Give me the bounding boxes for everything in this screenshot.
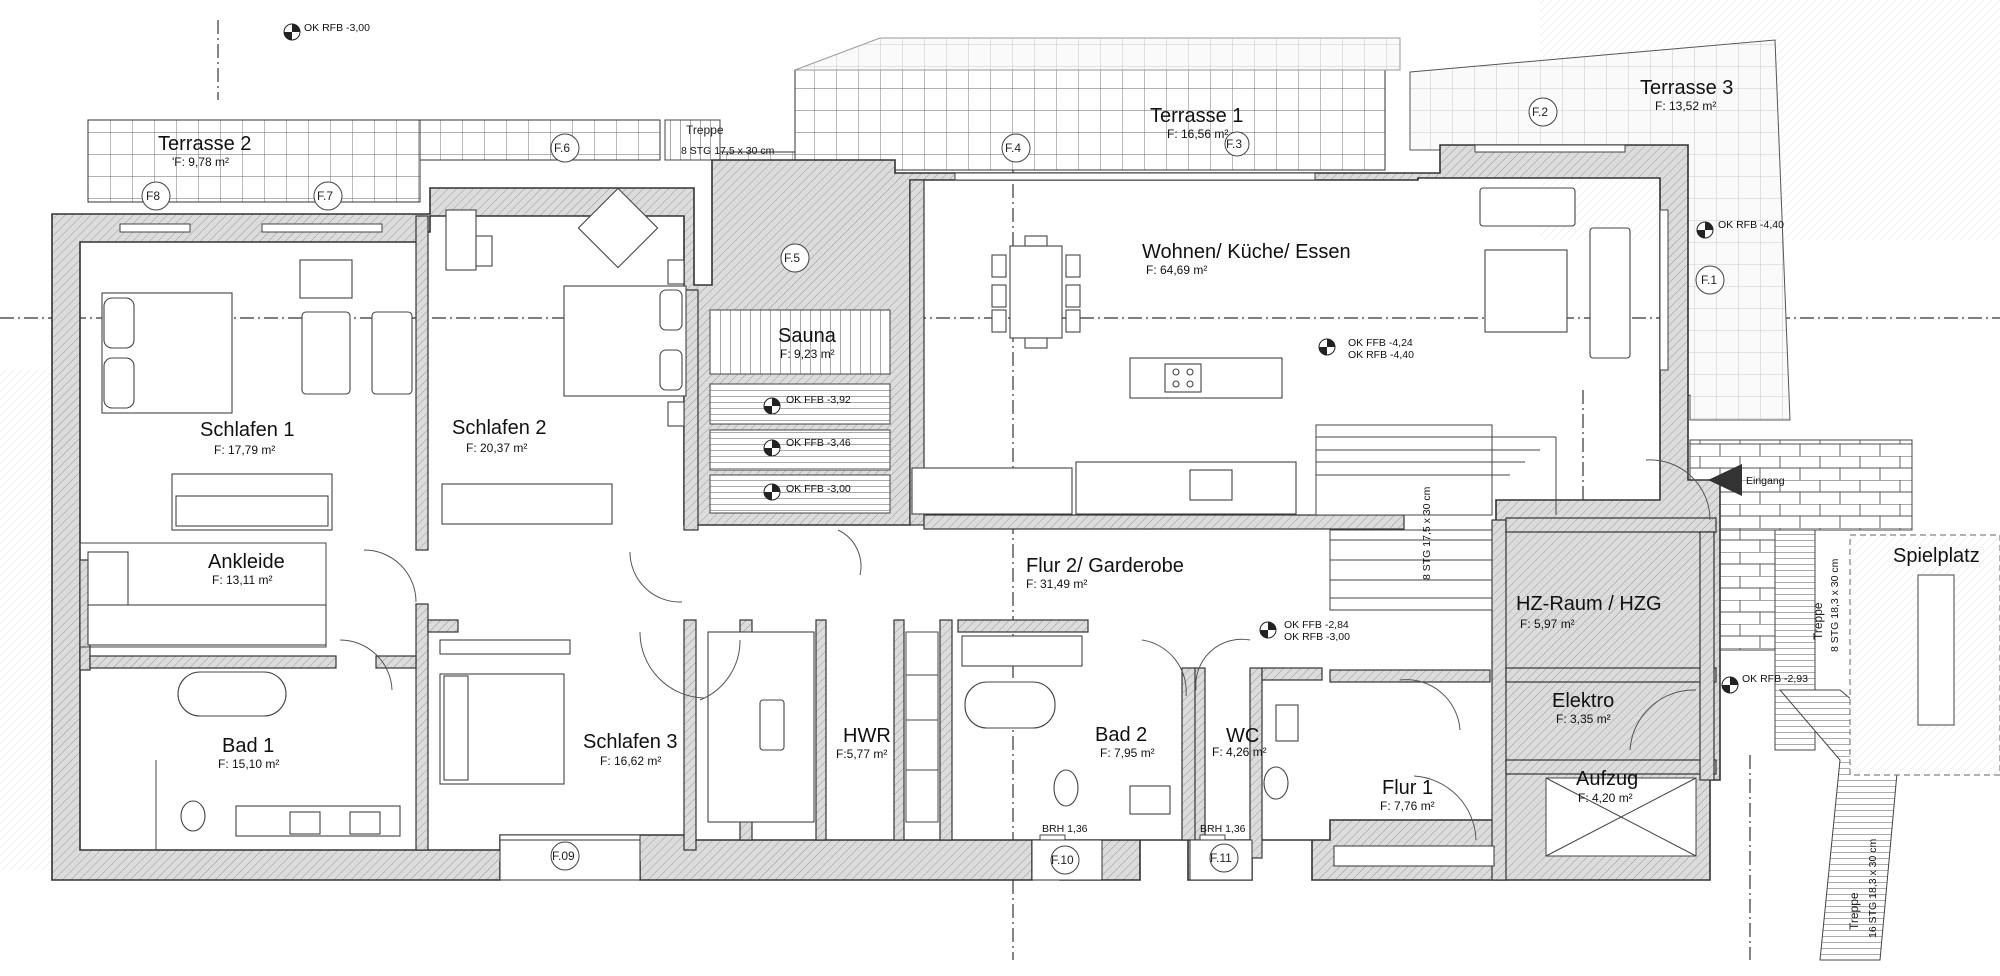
stair-right-label: Treppe — [1811, 602, 1825, 640]
room-hwr-area: F:5,77 m² — [836, 747, 887, 761]
terrace-2-name: Terrasse 2 — [158, 133, 251, 155]
room-aufzug-name: Aufzug — [1576, 768, 1638, 790]
room-hwr-name: HWR — [843, 725, 891, 747]
level-living-ffb: OK FFB -4,24 — [1348, 337, 1413, 349]
level-marker-icon — [283, 23, 1739, 694]
stair-top-spec: 8 STG 17,5 x 30 cm — [681, 145, 775, 157]
room-flur-2-name: Flur 2/ Garderobe — [1026, 555, 1184, 577]
room-elektro-area: F: 3,35 m² — [1556, 712, 1611, 726]
room-schlafen-2-name: Schlafen 2 — [452, 417, 547, 439]
terrace-1-name: Terrasse 1 — [1150, 105, 1243, 127]
room-flur-1-area: F: 7,76 m² — [1380, 799, 1435, 813]
room-aufzug-area: F: 4,20 m² — [1578, 791, 1633, 805]
window-f8: F8 — [146, 189, 160, 203]
room-sauna-name: Sauna — [778, 325, 837, 347]
window-f5: F.5 — [784, 251, 800, 265]
level-flur-rfb: OK RFB -3,00 — [1284, 631, 1350, 643]
level-entrance: OK RFB -2,93 — [1742, 673, 1808, 685]
window-f1: F.1 — [1701, 273, 1717, 287]
window-f09: F.09 — [552, 849, 575, 863]
room-wc-name: WC — [1226, 725, 1259, 747]
room-sauna-area: F: 9,23 m² — [780, 347, 835, 361]
terrace-2-area: 'F: 9,78 m² — [172, 155, 229, 169]
level-living-rfb: OK RFB -4,40 — [1348, 349, 1414, 361]
room-flur-2-area: F: 31,49 m² — [1026, 577, 1087, 591]
arrow-left-icon — [1708, 464, 1742, 496]
room-schlafen-3-area: F: 16,62 m² — [600, 754, 661, 768]
window-f6: F.6 — [554, 141, 570, 155]
room-bad-2-name: Bad 2 — [1095, 724, 1147, 746]
window-f11: F.11 — [1210, 851, 1232, 865]
brh-label-1: BRH 1,36 — [1042, 823, 1088, 835]
room-wohnen-name: Wohnen/ Küche/ Essen — [1142, 241, 1351, 263]
room-hz-raum-area: F: 5,97 m² — [1520, 617, 1575, 631]
stair-top-label: Treppe — [686, 123, 724, 137]
room-wohnen-area: F: 64,69 m² — [1146, 263, 1207, 277]
level-sauna-2: OK FFB -3,46 — [786, 437, 851, 449]
room-hz-raum-name: HZ-Raum / HZG — [1516, 593, 1662, 615]
room-ankleide-area: F: 13,11 m² — [212, 573, 272, 587]
room-schlafen-3-name: Schlafen 3 — [583, 731, 678, 753]
level-right: OK RFB -4,40 — [1718, 219, 1784, 231]
terrace-3-area: F: 13,52 m² — [1655, 99, 1716, 113]
room-wc-area: F: 4,26 m² — [1212, 745, 1267, 759]
room-bad-2-area: F: 7,95 m² — [1100, 746, 1155, 760]
spielplatz-name: Spielplatz — [1893, 545, 1980, 567]
stair-right-spec: 8 STG 18,3 x 30 cm — [1829, 558, 1841, 652]
stair-inner-spec: 8 STG 17,5 x 30 cm — [1421, 486, 1433, 580]
brh-label-2: BRH 1,36 — [1200, 823, 1246, 835]
room-schlafen-1-name: Schlafen 1 — [200, 419, 295, 441]
room-bad-1-name: Bad 1 — [222, 735, 274, 757]
terrace-1-area: F: 16,56 m² — [1167, 127, 1228, 141]
terrace-3-name: Terrasse 3 — [1640, 77, 1733, 99]
eingang-label: Eingang — [1746, 475, 1785, 487]
room-schlafen-1-area: F: 17,79 m² — [214, 443, 275, 457]
room-ankleide-name: Ankleide — [208, 551, 285, 573]
stair-bottom-spec: 16 STG 18,3 x 30 cm — [1867, 839, 1879, 938]
level-top-left: OK RFB -3,00 — [304, 22, 370, 34]
window-f3: F.3 — [1226, 137, 1242, 151]
level-sauna-1: OK FFB -3,92 — [786, 394, 851, 406]
level-sauna-3: OK FFB -3,00 — [786, 483, 851, 495]
window-f10: F.10 — [1051, 853, 1074, 867]
room-bad-1-area: F: 15,10 m² — [218, 757, 279, 771]
window-f7: F.7 — [317, 189, 333, 203]
room-elektro-name: Elektro — [1552, 690, 1614, 712]
room-flur-1-name: Flur 1 — [1382, 777, 1433, 799]
window-f2: F.2 — [1532, 105, 1548, 119]
stair-bottom-label: Treppe — [1847, 892, 1861, 930]
window-f4: F.4 — [1005, 141, 1021, 155]
room-schlafen-2-area: F: 20,37 m² — [466, 441, 527, 455]
level-flur-ffb: OK FFB -2,84 — [1284, 619, 1349, 631]
